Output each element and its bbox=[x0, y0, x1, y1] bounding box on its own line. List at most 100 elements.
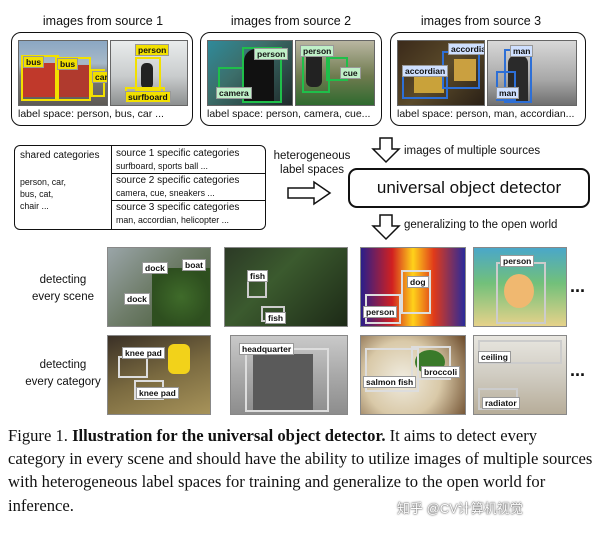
tag-car: car bbox=[92, 71, 107, 83]
cartoon-face-shape bbox=[504, 274, 534, 308]
person-shape bbox=[306, 51, 322, 87]
tag-surfboard: surfboard bbox=[125, 91, 171, 103]
tag-dock: dock bbox=[142, 262, 168, 274]
source1-label-space: label space: person, bus, car ... bbox=[18, 108, 164, 120]
tag-fish: fish bbox=[265, 312, 287, 324]
bus-shape bbox=[59, 65, 89, 97]
hetero-label-line1: heterogeneous bbox=[273, 150, 351, 162]
bbox-person bbox=[496, 262, 546, 324]
category-food-image: broccoli salmon fish bbox=[360, 335, 466, 415]
category-room-image: ceiling radiator bbox=[473, 335, 567, 415]
watermark-text: 知乎 @CV计算机视觉 bbox=[397, 501, 523, 516]
tag-person: person bbox=[135, 44, 170, 56]
tag-headquarter: headquarter bbox=[239, 343, 295, 355]
tag-camera: camera bbox=[216, 87, 252, 99]
tag-bus: bus bbox=[57, 58, 79, 70]
source3-box: accordian accordian man man label space:… bbox=[390, 32, 586, 126]
tag-man: man bbox=[510, 45, 534, 57]
source3-specific-title: source 3 specific categories bbox=[116, 202, 240, 213]
tag-dog: dog bbox=[407, 276, 429, 288]
bbox-car bbox=[91, 69, 105, 97]
multiple-sources-label: images of multiple sources bbox=[404, 145, 541, 157]
bbox-broccoli bbox=[411, 346, 451, 380]
bus-shape bbox=[23, 63, 57, 97]
scene-thermal-image: dog person bbox=[360, 247, 466, 327]
hetero-label-line2: label spaces bbox=[280, 164, 344, 176]
right-arrow-icon bbox=[287, 180, 332, 206]
shared-categories-title: shared categories bbox=[20, 150, 100, 161]
caption-bold: Illustration for the universal object de… bbox=[72, 426, 386, 445]
tag-broccoli: broccoli bbox=[421, 366, 461, 378]
bbox-dog bbox=[401, 270, 431, 314]
source3-specific-items: man, accordian, helicopter ... bbox=[116, 215, 229, 225]
table-divider bbox=[111, 146, 113, 229]
figure-caption: Figure 1. Illustration for the universal… bbox=[8, 424, 594, 517]
tag-person: person bbox=[363, 306, 398, 318]
universal-detector-box: universal object detector bbox=[348, 168, 590, 208]
person-shape bbox=[168, 344, 190, 374]
shared-item: chair ... bbox=[20, 201, 49, 211]
source2-cue-image: person cue bbox=[295, 40, 375, 106]
tag-bus: bus bbox=[23, 56, 45, 68]
tag-salmon: salmon fish bbox=[363, 376, 417, 388]
tag-dock: dock bbox=[124, 293, 150, 305]
scene-dock-image: dock boat dock bbox=[107, 247, 211, 327]
source3-accordian-image: accordian accordian bbox=[397, 40, 485, 106]
source3-label-space: label space: person, man, accordian... bbox=[397, 108, 575, 120]
source2-specific-title: source 2 specific categories bbox=[116, 175, 240, 186]
source1-box: bus bus car person surfboard label space… bbox=[11, 32, 193, 126]
source2-specific-items: camera, cue, sneakers ... bbox=[116, 188, 215, 198]
row2-ellipsis: ... bbox=[570, 360, 586, 380]
row1-label-line1: detecting bbox=[39, 274, 87, 286]
bbox-fish bbox=[247, 280, 267, 298]
shared-item: bus, cat, bbox=[20, 189, 54, 199]
bbox-kneepad bbox=[118, 356, 148, 378]
source1-bus-image: bus bus car bbox=[18, 40, 108, 106]
row1-label-line2: every scene bbox=[31, 291, 94, 303]
tag-boat: boat bbox=[182, 259, 206, 271]
tag-cue: cue bbox=[340, 67, 361, 79]
tag-fish: fish bbox=[247, 270, 269, 282]
tree-shape bbox=[152, 268, 210, 326]
building-shape bbox=[253, 354, 313, 410]
source1-title: images from source 1 bbox=[42, 14, 164, 28]
tag-radiator: radiator bbox=[482, 397, 520, 409]
scene-fish-image: fish fish bbox=[224, 247, 348, 327]
tag-person: person bbox=[254, 48, 289, 60]
open-world-label: generalizing to the open world bbox=[404, 219, 558, 231]
bbox-headquarter bbox=[245, 348, 329, 412]
category-kneepad-image: knee pad knee pad bbox=[107, 335, 211, 415]
source3-title: images from source 3 bbox=[420, 14, 542, 28]
tag-kneepad: knee pad bbox=[136, 387, 179, 399]
down-arrow-icon bbox=[371, 137, 401, 164]
caption-text: It aims to detect every category in ever… bbox=[8, 426, 593, 515]
row2-label-line1: detecting bbox=[39, 359, 87, 371]
accordian-shape bbox=[454, 59, 476, 81]
source1-specific-title: source 1 specific categories bbox=[116, 148, 240, 159]
source2-label-space: label space: person, camera, cue... bbox=[207, 108, 371, 120]
person-shape bbox=[141, 63, 153, 89]
tag-accordian: accordian bbox=[448, 43, 484, 55]
category-building-image: headquarter bbox=[230, 335, 348, 415]
bbox-person bbox=[135, 57, 161, 91]
source2-camera-image: person camera bbox=[207, 40, 293, 106]
source3-man-image: man man bbox=[487, 40, 577, 106]
source1-surf-image: person surfboard bbox=[110, 40, 188, 106]
tag-accordian: accordian bbox=[402, 65, 449, 77]
table-divider bbox=[112, 173, 265, 175]
down-arrow-icon bbox=[371, 214, 401, 241]
shared-item: person, car, bbox=[20, 177, 66, 187]
source2-title: images from source 2 bbox=[230, 14, 352, 28]
tag-ceiling: ceiling bbox=[478, 351, 511, 363]
tag-kneepad: knee pad bbox=[122, 347, 165, 359]
row1-ellipsis: ... bbox=[570, 276, 586, 296]
bbox-salmon bbox=[365, 348, 419, 392]
source1-specific-items: surfboard, sports ball ... bbox=[116, 161, 208, 171]
caption-prefix: Figure 1. bbox=[8, 426, 68, 445]
table-divider bbox=[112, 200, 265, 202]
source2-box: person camera person cue label space: pe… bbox=[200, 32, 382, 126]
scene-cartoon-image: person bbox=[473, 247, 567, 327]
categories-table: shared categories person, car, bus, cat,… bbox=[14, 145, 266, 230]
row2-label-line2: every category bbox=[25, 376, 101, 388]
tag-person: person bbox=[500, 255, 535, 267]
